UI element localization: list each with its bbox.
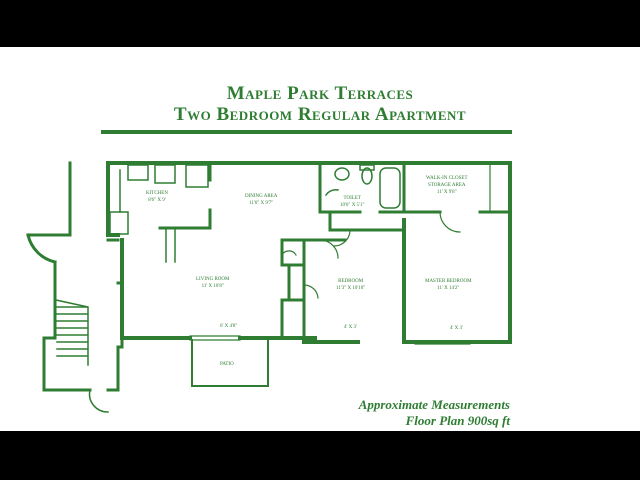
living-room-label: LIVING ROOM 11' X 10'8" [196,277,230,289]
master-bedroom-label: MASTER BEDROOM 11' X 14'2" [425,279,472,291]
unit-type-title: Two Bedroom Regular Apartment [173,104,467,125]
walk-in-closet-label: WALK-IN CLOSET STORAGE AREA 11' X 9'8" [426,176,468,195]
kitchen-label: KITCHEN 8'6" X 9' [146,191,168,203]
patio-label: PATIO [220,362,234,367]
kitchen-fixtures [109,164,209,263]
master-bedroom-window-label: 4' X 3' [450,326,463,331]
stair-treads [55,299,109,413]
bedroom-label: BEDROOM 11'3" X 10'10" [336,279,366,291]
property-title: Maple Park Terraces [226,83,414,104]
stairwell-walls [26,161,124,392]
bathroom-fixtures [324,164,401,209]
bedroom-window-label: 4' X 3' [344,325,357,330]
toilet-label: TOILET 10'6" X 5'1" [340,196,365,208]
interior-walls [158,161,512,340]
title-underline [101,130,512,134]
floor-plan-canvas: Maple Park Terraces Two Bedroom Regular … [0,47,640,431]
floor-plan-drawing [26,161,512,413]
measurement-note: Approximate Measurements [358,397,510,412]
square-footage-note: Floor Plan 900sq ft [405,413,510,428]
windows [189,335,471,345]
living-room-window-label: 6' X 4'8" [220,324,238,329]
dining-area-label: DINING AREA 11'6" X 9'7" [245,194,278,206]
door-swings [281,164,491,299]
patio-outline [191,339,269,387]
